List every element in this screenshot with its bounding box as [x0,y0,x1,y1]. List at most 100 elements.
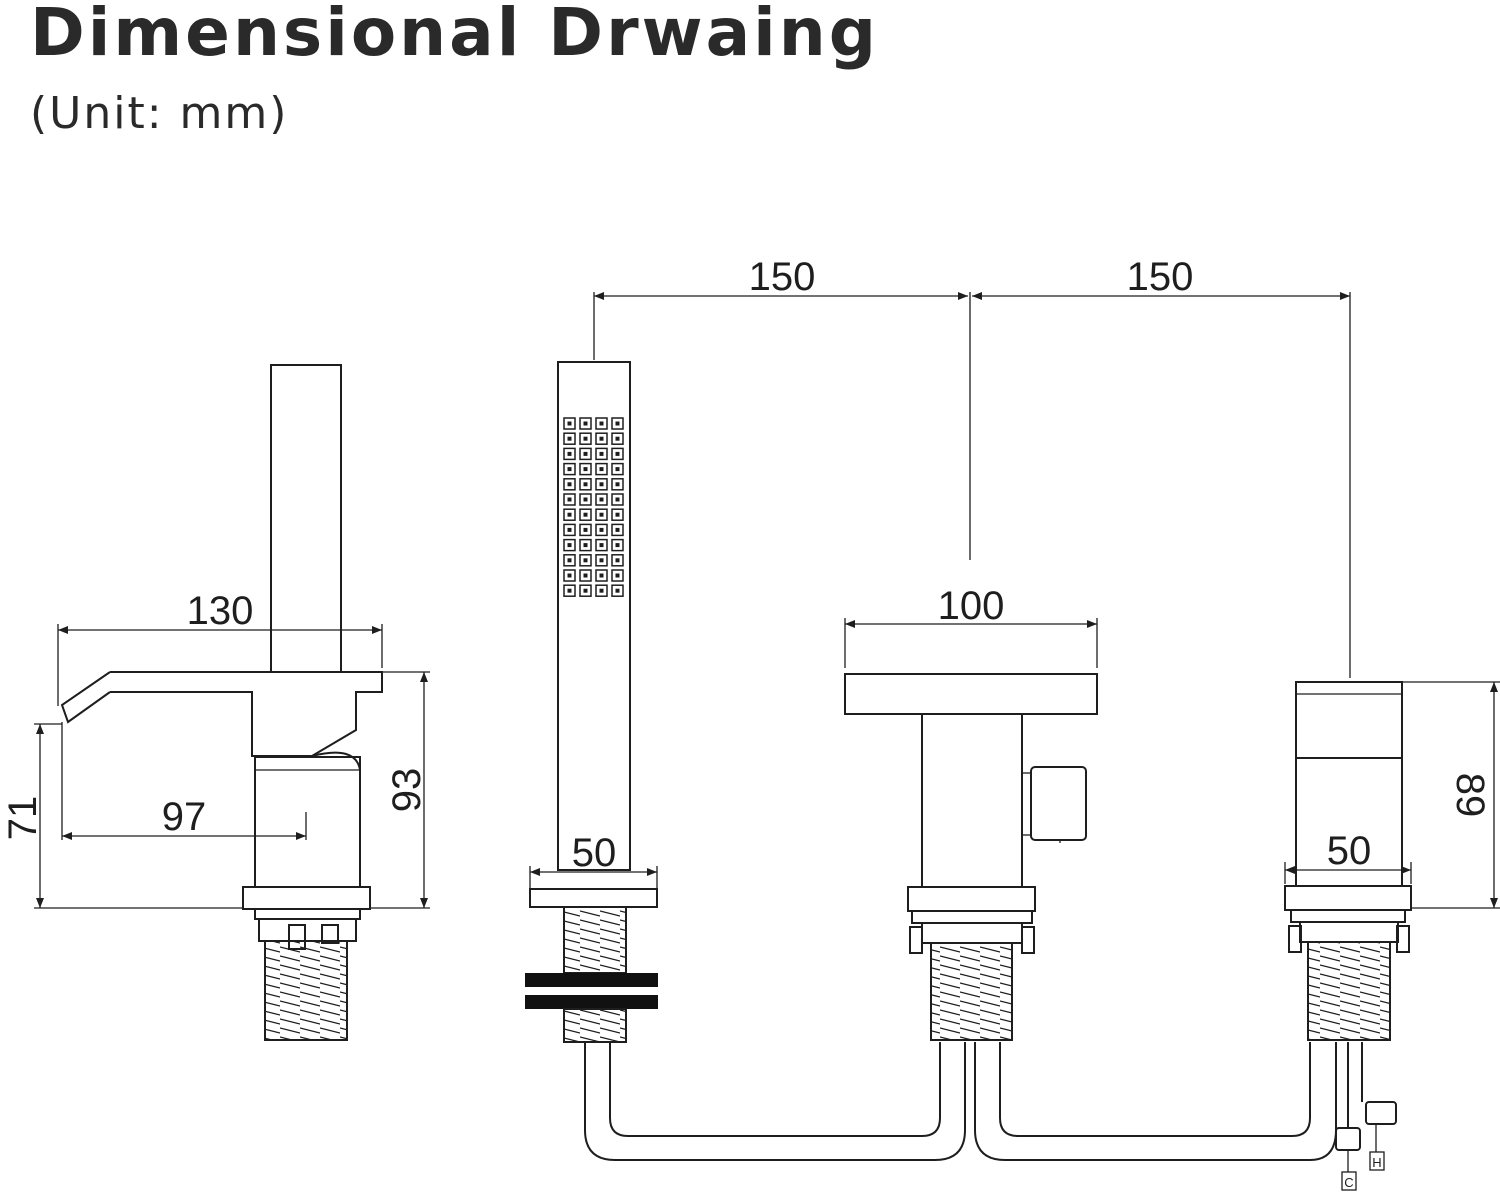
nozzle [579,462,592,476]
hot-label: H [1372,1155,1381,1170]
dim-valve-height: 89 [1448,773,1492,818]
nozzle-hole [599,527,604,532]
nozzle-hole [599,588,604,593]
nozzle-hole [599,467,604,472]
nozzle-hole [599,573,604,578]
dim-spout-length: 130 [187,589,254,633]
dim-shower-base: 50 [572,831,617,875]
dim-spacing-right: 150 [1127,255,1194,299]
nozzle-hole [567,558,572,563]
nozzle [579,584,592,597]
nozzle [595,478,608,491]
nozzle-hole [567,543,572,548]
dimension-lines [34,292,1500,909]
nozzle [595,462,608,476]
nozzle-hole [615,436,620,441]
nozzle [563,447,576,461]
nozzle [611,417,624,430]
nozzle [595,584,608,597]
dim-spacing-left: 150 [749,255,816,299]
nozzle-hole [567,451,572,456]
nozzle [611,584,624,597]
nozzle-hole [599,497,604,502]
nozzle-hole [599,558,604,563]
nozzle [563,538,576,552]
nozzle [579,432,592,445]
nozzle [611,478,624,491]
nozzle-hole [615,527,620,532]
nozzle [563,417,576,430]
unit-note: (Unit: mm) [30,88,289,139]
nozzle-hole [615,558,620,563]
nozzle [579,569,592,582]
nozzle [595,554,608,567]
nozzle [563,493,576,506]
nozzle-hole [583,436,588,441]
nozzle [563,554,576,567]
nozzle [595,432,608,445]
nozzle-hole [615,512,620,517]
nozzle-hole [599,482,604,487]
nozzle [563,569,576,582]
nozzle [611,447,624,461]
nozzle-hole [615,543,620,548]
nozzle [611,493,624,506]
nozzle [579,523,592,537]
nozzle [563,584,576,597]
nozzle [595,523,608,537]
nozzle-hole [583,543,588,548]
nozzle-hole [583,451,588,456]
nozzle-hole [567,512,572,517]
nozzle-hole [567,573,572,578]
nozzle [563,523,576,537]
cold-label: C [1344,1175,1353,1190]
nozzle [579,478,592,491]
nozzle-hole [583,497,588,502]
nozzle-hole [599,512,604,517]
nozzle-hole [599,543,604,548]
nozzle-hole [583,467,588,472]
nozzle-hole [583,558,588,563]
nozzle-hole [615,573,620,578]
nozzle-hole [583,573,588,578]
page-title: Dimensional Drwaing [30,0,879,71]
nozzle-hole [583,421,588,426]
nozzle [563,508,576,521]
nozzle-hole [615,421,620,426]
nozzle [579,538,592,552]
nozzle-hole [567,527,572,532]
nozzle [579,493,592,506]
nozzle [611,508,624,521]
nozzle [579,447,592,461]
nozzle [579,554,592,567]
nozzle [563,462,576,476]
dim-valve-base: 50 [1327,829,1372,873]
nozzle [611,538,624,552]
mixer-valve [1284,681,1412,1041]
nozzle-hole [567,467,572,472]
nozzle [611,554,624,567]
nozzle-hole [599,436,604,441]
nozzle-hole [599,421,604,426]
nozzle-hole [583,512,588,517]
dim-spout-reach: 97 [162,795,207,839]
dim-handle-length: 100 [938,584,1005,628]
nozzle [595,508,608,521]
nozzle-hole [583,588,588,593]
connection-hoses: C H [584,1042,1397,1191]
dim-spout-height: 93 [385,768,429,813]
nozzle [563,432,576,445]
nozzle-hole [567,482,572,487]
nozzle [611,462,624,476]
nozzle [563,478,576,491]
nozzle [611,432,624,445]
nozzle [579,417,592,430]
nozzle-hole [583,482,588,487]
nozzle-hole [615,467,620,472]
nozzle-hole [615,451,620,456]
nozzle-hole [615,588,620,593]
diverter-handle [844,673,1098,1041]
nozzle [595,538,608,552]
nozzle [595,569,608,582]
